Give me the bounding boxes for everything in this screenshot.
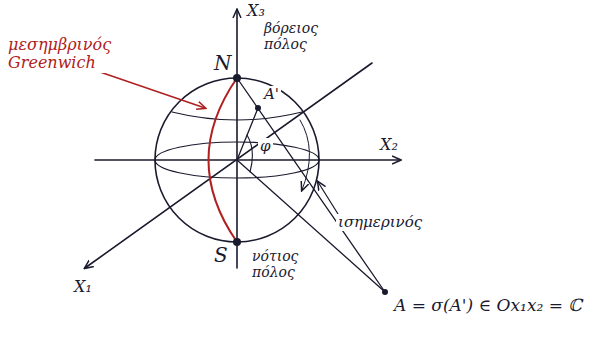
pole-note: βόρειος πόλος	[262, 20, 332, 52]
equator-note: ισημερινός	[336, 214, 424, 231]
projection-line	[237, 78, 385, 292]
equator-leader	[318, 182, 338, 214]
point-a	[382, 289, 388, 295]
meridian-note: μεσημβρινός Greenwich	[6, 36, 120, 73]
x1-axis	[85, 63, 372, 268]
axis-label: X₁	[72, 278, 94, 296]
point-label: A'	[262, 86, 281, 103]
pole-label: N	[212, 52, 234, 75]
south-pole-dot	[233, 238, 241, 246]
x3-axis	[236, 10, 238, 268]
point-a-prime	[255, 105, 261, 111]
axis-label: X₂	[378, 136, 400, 154]
greenwich-meridian	[209, 78, 238, 242]
pole-label: S	[212, 244, 230, 267]
radius-to-a-prime	[237, 108, 258, 160]
x2-axis	[95, 159, 400, 161]
formula-label: A = σ(A') ∈ Ox₁x₂ = ℂ	[392, 296, 584, 316]
meridian-leader	[100, 72, 205, 108]
axis-label: X₃	[245, 2, 267, 20]
north-pole-dot	[233, 74, 241, 82]
angle-label: φ	[258, 138, 273, 155]
rotation-arrow	[300, 120, 310, 190]
angle-arc	[247, 135, 252, 172]
pole-note: νότιος πόλος	[250, 248, 316, 280]
